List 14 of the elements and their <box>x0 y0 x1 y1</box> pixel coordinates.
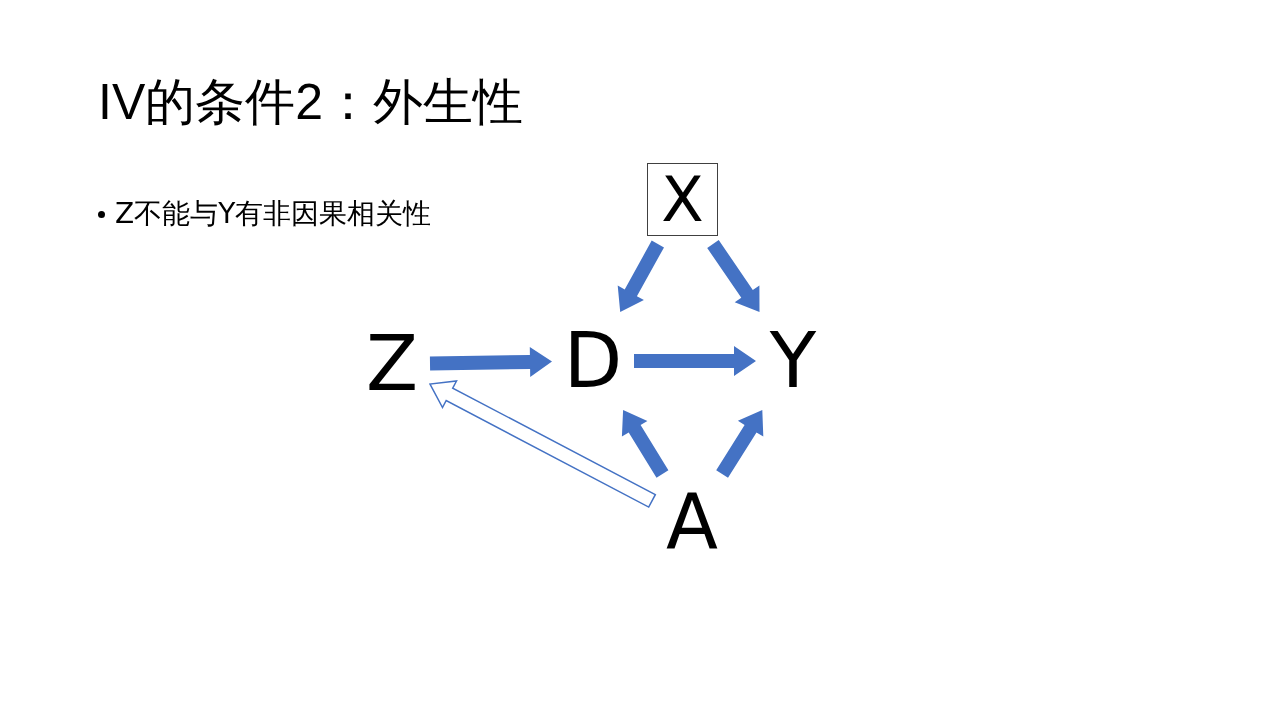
block-arrow <box>707 240 760 312</box>
block-arrow <box>617 240 664 312</box>
bullet-text: Z不能与Y有非因果相关性 <box>115 196 432 232</box>
variable-label: Z <box>362 322 422 406</box>
block-arrow <box>634 346 756 376</box>
slide-title: IV的条件2：外生性 <box>98 73 524 132</box>
block-arrow <box>716 410 764 478</box>
block-arrow <box>621 410 669 478</box>
variable-label: D <box>560 320 626 402</box>
block-arrow <box>429 346 552 377</box>
variable-box: X <box>647 163 718 236</box>
block-arrow <box>428 380 657 509</box>
variable-label: A <box>660 482 724 562</box>
variable-label: Y <box>764 320 822 402</box>
